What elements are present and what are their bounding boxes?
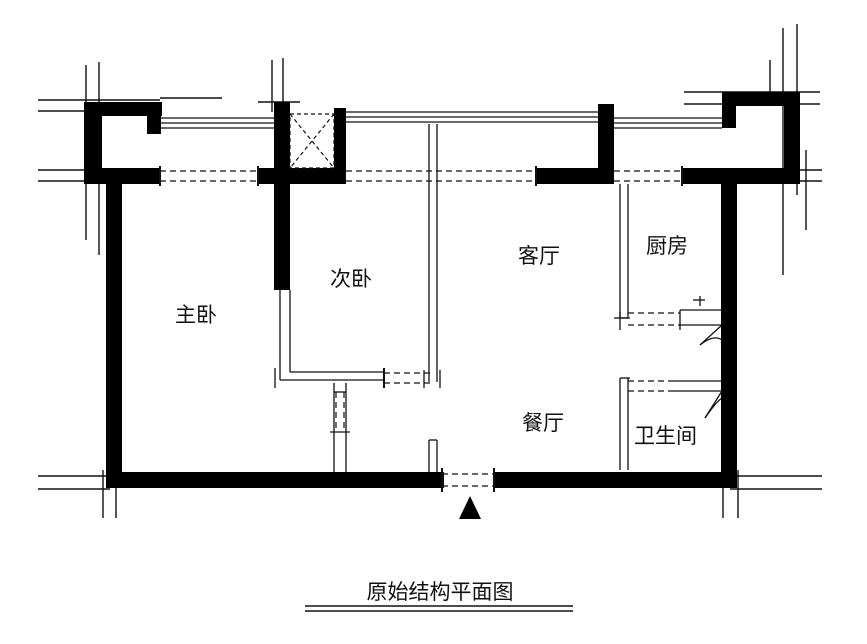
plan-caption: 原始结构平面图: [367, 580, 514, 604]
entrance-arrow-icon: [459, 496, 481, 519]
room-label-bathroom: 卫生间: [634, 424, 697, 448]
jamb-ticks[interactable]: [159, 166, 683, 492]
walls: [84, 92, 800, 488]
room-label-living-room: 客厅: [518, 244, 560, 268]
room-label-master-bedroom: 主卧: [175, 303, 217, 327]
window-lines: [160, 111, 722, 129]
construction-lines: [38, 24, 822, 518]
room-label-dining-room: 餐厅: [522, 411, 564, 435]
partitions: [274, 124, 723, 472]
room-label-second-bedroom: 次卧: [330, 267, 372, 291]
shaft-cross-icon: [289, 113, 335, 169]
room-label-kitchen: 厨房: [646, 234, 688, 258]
beam-lines: [160, 170, 682, 487]
